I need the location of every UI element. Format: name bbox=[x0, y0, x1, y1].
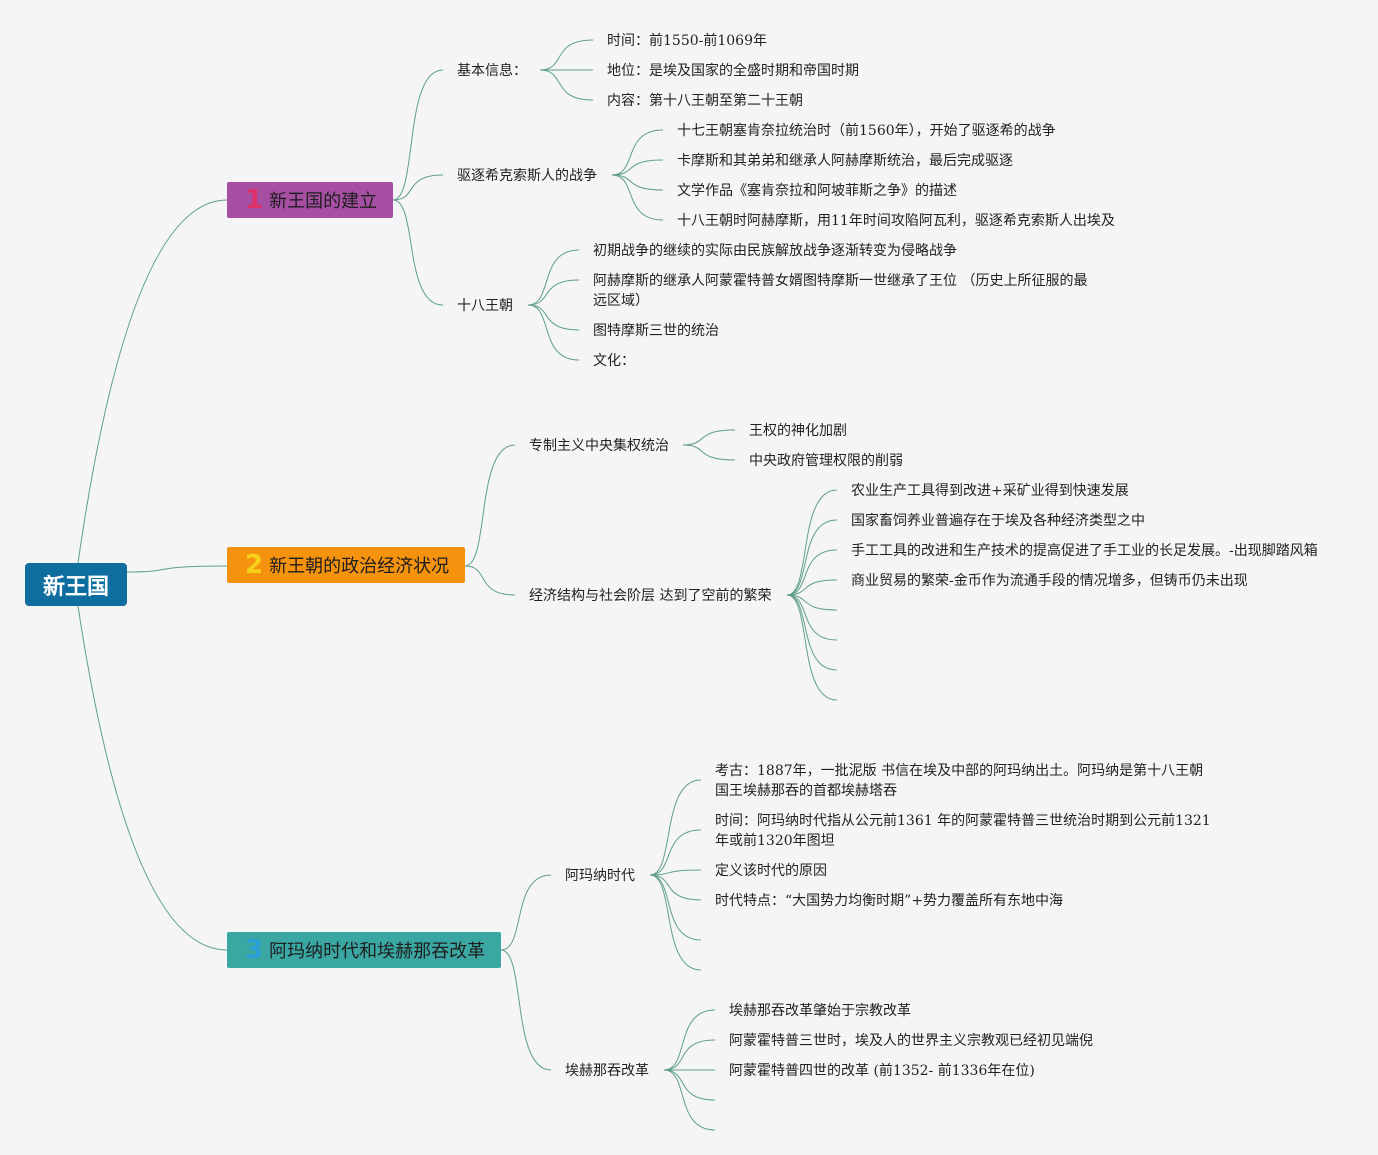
root-topic-new-kingdom[interactable]: 新王国 bbox=[25, 563, 127, 606]
leaf-node[interactable]: 图特摩斯三世的统治 bbox=[593, 323, 719, 339]
leaf-node[interactable]: 时间：阿玛纳时代指从公元前1361 年的阿蒙霍特普三世统治时期到公元前1321 … bbox=[715, 813, 1211, 849]
connector-line bbox=[611, 129, 664, 176]
leaf-node[interactable]: 考古：1887年，一批泥版 书信在埃及中部的阿玛纳出土。阿玛纳是第十八王朝国王埃… bbox=[715, 763, 1204, 799]
branch-topic-politics-economy[interactable]: 2 新王朝的政治经济状况 bbox=[227, 547, 465, 583]
connector-line bbox=[392, 174, 444, 201]
connector-line bbox=[649, 869, 702, 876]
connector-line bbox=[649, 874, 702, 941]
leaf-node[interactable]: 定义该时代的原因 bbox=[715, 863, 827, 879]
leaf-node[interactable]: 内容：第十八王朝至第二十王朝 bbox=[607, 93, 803, 109]
connector-line bbox=[392, 69, 444, 201]
connector-line bbox=[786, 594, 838, 641]
connector-line bbox=[126, 565, 228, 573]
leaf-node[interactable]: 王权的神化加剧 bbox=[749, 423, 847, 439]
leaf-node[interactable]: 十七王朝塞肯奈拉统治时（前1560年），开始了驱逐希的战争 bbox=[677, 123, 1056, 139]
leaf-node[interactable]: 国家畜饲养业普遍存在于埃及各种经济类型之中 bbox=[851, 513, 1145, 529]
connector-line bbox=[464, 444, 516, 567]
leaf-node[interactable]: 阿赫摩斯的继承人阿蒙霍特普女婿图特摩斯一世继承了王位 （历史上所征服的最远区域） bbox=[593, 273, 1088, 309]
connector-line bbox=[786, 489, 838, 596]
subtopic-centralized-rule[interactable]: 专制主义中央集权统治 bbox=[529, 438, 669, 454]
leaf-node[interactable]: 中央政府管理权限的削弱 bbox=[749, 453, 903, 469]
subtopic-akhenaten-reform[interactable]: 埃赫那吞改革 bbox=[565, 1063, 649, 1079]
connector-line bbox=[611, 174, 664, 221]
connector-line bbox=[663, 1009, 716, 1071]
leaf-node[interactable]: 时间：前1550-前1069年 bbox=[607, 33, 767, 49]
branch-label: 新王朝的政治经济状况 bbox=[269, 556, 450, 577]
connector-line bbox=[527, 304, 580, 331]
connector-line bbox=[611, 174, 664, 191]
root-label: 新王国 bbox=[42, 574, 109, 600]
connector-line bbox=[649, 874, 702, 901]
connector-line bbox=[527, 304, 580, 361]
subtopic-amarna-period[interactable]: 阿玛纳时代 bbox=[565, 868, 635, 884]
branch-number: 1 bbox=[245, 185, 264, 215]
leaf-node[interactable]: 文学作品《塞肯奈拉和阿坡菲斯之争》的描述 bbox=[677, 183, 957, 199]
connector-line bbox=[663, 1039, 716, 1071]
branch-number: 3 bbox=[245, 935, 264, 965]
connector-line bbox=[786, 594, 838, 701]
connector-line bbox=[500, 949, 552, 1071]
branch-topic-establishment[interactable]: 1 新王国的建立 bbox=[227, 182, 393, 218]
branch-topic-amarna-reform[interactable]: 3 阿玛纳时代和埃赫那吞改革 bbox=[227, 932, 501, 968]
leaf-node[interactable]: 农业生产工具得到改进+采矿业得到快速发展 bbox=[851, 483, 1129, 499]
connector-line bbox=[649, 829, 702, 876]
leaf-node[interactable]: 时代特点：“大国势力均衡时期”+势力覆盖所有东地中海 bbox=[715, 893, 1064, 909]
subtopic-economic-structure[interactable]: 经济结构与社会阶层 达到了空前的繁荣 bbox=[529, 588, 772, 604]
leaf-node[interactable]: 手工工具的改进和生产技术的提高促进了手工业的长足发展。-出现脚踏风箱 bbox=[851, 543, 1318, 559]
branch-label: 阿玛纳时代和埃赫那吞改革 bbox=[269, 941, 486, 962]
subtopic-basic-info[interactable]: 基本信息： bbox=[457, 63, 527, 79]
connector-line bbox=[392, 199, 444, 306]
leaf-node[interactable]: 商业贸易的繁荣-金币作为流通手段的情况增多，但铸币仍未出现 bbox=[851, 573, 1248, 589]
connector-line bbox=[464, 565, 516, 596]
connector-line bbox=[786, 579, 838, 596]
subtopic-18th-dynasty[interactable]: 十八王朝 bbox=[457, 298, 513, 314]
subtopic-expel-hyksos-war[interactable]: 驱逐希克索斯人的战争 bbox=[457, 168, 597, 184]
leaf-node[interactable]: 初期战争的继续的实际由民族解放战争逐渐转变为侵略战争 bbox=[593, 243, 957, 259]
leaf-node[interactable]: 十八王朝时阿赫摩斯，用11年时间攻陷阿瓦利，驱逐希克索斯人出埃及 bbox=[677, 213, 1115, 229]
leaf-node[interactable]: 文化： bbox=[593, 353, 635, 369]
leaf-node[interactable]: 埃赫那吞改革肇始于宗教改革 bbox=[729, 1003, 911, 1019]
connector-line bbox=[649, 874, 702, 971]
connector-line bbox=[527, 249, 580, 306]
connector-line bbox=[77, 199, 228, 564]
leaf-node[interactable]: 阿蒙霍特普三世时，埃及人的世界主义宗教观已经初见端倪 bbox=[729, 1033, 1093, 1049]
connector-line bbox=[539, 39, 594, 71]
connector-line bbox=[649, 779, 702, 876]
connector-line bbox=[786, 594, 838, 611]
connector-line bbox=[663, 1069, 716, 1101]
branch-number: 2 bbox=[245, 550, 264, 580]
connector-line bbox=[682, 444, 736, 461]
connector-line bbox=[786, 519, 838, 596]
connector-line bbox=[527, 279, 580, 306]
connector-line bbox=[500, 874, 552, 951]
leaf-node[interactable]: 卡摩斯和其弟弟和继承人阿赫摩斯统治，最后完成驱逐 bbox=[677, 153, 1013, 169]
connector-line bbox=[539, 69, 594, 101]
connector-line bbox=[611, 159, 664, 176]
branch-label: 新王国的建立 bbox=[269, 191, 378, 212]
connector-line bbox=[77, 605, 228, 951]
leaf-node[interactable]: 阿蒙霍特普四世的改革 (前1352- 前1336年在位) bbox=[729, 1063, 1035, 1079]
leaf-node[interactable]: 地位：是埃及国家的全盛时期和帝国时期 bbox=[607, 63, 859, 79]
connector-line bbox=[786, 549, 838, 596]
connector-line bbox=[663, 1069, 716, 1131]
connector-line bbox=[682, 429, 736, 446]
